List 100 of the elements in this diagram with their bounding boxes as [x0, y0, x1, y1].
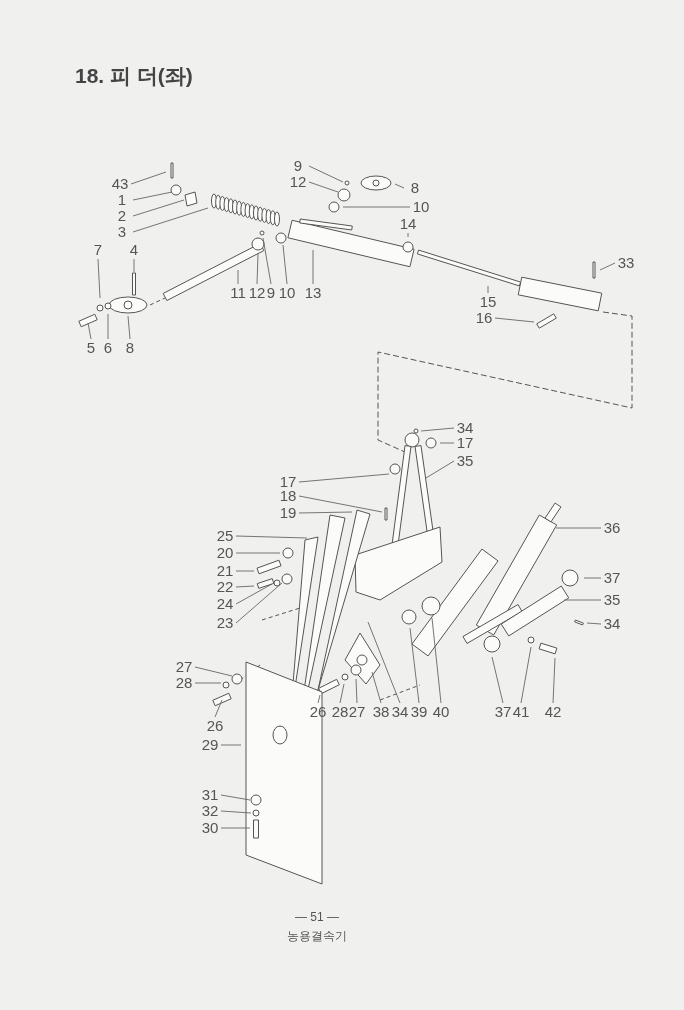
leader-line — [563, 599, 602, 601]
leader-line — [235, 570, 255, 572]
leader-line — [491, 656, 504, 704]
leader-line — [371, 671, 382, 704]
leader-line — [235, 552, 281, 554]
leader-line — [439, 442, 455, 444]
leader-line — [555, 527, 602, 529]
callout-number: 36 — [601, 519, 623, 537]
callout-number: 26 — [204, 717, 226, 735]
callout-number: 10 — [410, 198, 432, 216]
callout-number: 20 — [214, 544, 236, 562]
leader-line — [132, 207, 209, 233]
callout-number: 34 — [389, 703, 411, 721]
leader-line — [409, 627, 420, 704]
callout-number: 32 — [199, 802, 221, 820]
callout-number: 24 — [214, 595, 236, 613]
leader-line — [599, 262, 616, 271]
leader-line — [308, 181, 339, 193]
callout-number: 40 — [430, 703, 452, 721]
callout-number: 35 — [454, 452, 476, 470]
callout-number: 17 — [454, 434, 476, 452]
callout-number: 42 — [542, 703, 564, 721]
leader-line — [220, 744, 242, 746]
leader-line — [235, 583, 273, 605]
leader-line — [220, 827, 251, 829]
leader-line — [130, 171, 167, 185]
leader-line — [487, 285, 489, 294]
callout-number: 4 — [123, 241, 145, 259]
section-title: 18. 피 더(좌) — [75, 63, 193, 89]
callout-number: 43 — [109, 175, 131, 193]
leader-line — [431, 617, 442, 704]
callout-number: 25 — [214, 527, 236, 545]
callout-number: 30 — [199, 819, 221, 837]
callout-number: 35 — [601, 591, 623, 609]
leader-line — [420, 427, 455, 432]
leader-line — [220, 810, 252, 814]
callout-number: 8 — [119, 339, 141, 357]
callout-number: 8 — [404, 179, 426, 197]
leader-line — [552, 657, 556, 704]
leader-line — [425, 460, 455, 479]
leader-line — [367, 621, 401, 704]
leader-line — [298, 495, 383, 513]
leader-line — [342, 206, 411, 208]
leader-line — [235, 535, 308, 539]
leader-line — [312, 249, 314, 285]
callout-number: 22 — [214, 578, 236, 596]
leader-line — [235, 582, 283, 624]
leader-line — [586, 622, 602, 625]
callout-number: 31 — [199, 786, 221, 804]
callout-number: 39 — [408, 703, 430, 721]
callout-number: 34 — [454, 419, 476, 437]
callout-number: 12 — [287, 173, 309, 191]
footer-text: 농용결속기 — [287, 928, 347, 945]
callout-number: 37 — [601, 569, 623, 587]
callout-number: 16 — [473, 309, 495, 327]
leader-line — [132, 199, 185, 217]
leader-line — [494, 317, 535, 323]
callout-number: 28 — [173, 674, 195, 692]
callout-number: 21 — [214, 562, 236, 580]
leader-line — [394, 183, 405, 189]
leader-line — [583, 577, 602, 579]
leader-line — [214, 699, 223, 718]
callout-number: 9 — [287, 157, 309, 175]
callout-number: 38 — [370, 703, 392, 721]
callout-number: 10 — [276, 284, 298, 302]
callout-number: 7 — [87, 241, 109, 259]
leader-line — [127, 315, 131, 340]
leader-line — [407, 232, 409, 238]
leader-line — [235, 585, 255, 588]
leader-line — [97, 258, 101, 299]
callout-number: 29 — [199, 736, 221, 754]
callout-number: 13 — [302, 284, 324, 302]
callout-number: 26 — [307, 703, 329, 721]
callout-number: 15 — [477, 293, 499, 311]
leader-line — [298, 511, 353, 514]
leader-line — [256, 253, 259, 285]
leader-line — [282, 244, 288, 285]
leader-line — [298, 473, 390, 483]
leader-line — [133, 258, 135, 273]
leader-line — [107, 313, 109, 340]
leader-line — [194, 682, 222, 684]
leader-line — [339, 683, 345, 704]
callout-number: 12 — [246, 284, 268, 302]
leader-line — [262, 237, 272, 285]
callout-number: 27 — [173, 658, 195, 676]
leader-line — [355, 678, 358, 704]
callout-number: 33 — [615, 254, 637, 272]
callout-number: 2 — [111, 207, 133, 225]
callout-number: 23 — [214, 614, 236, 632]
callout-number: 11 — [227, 284, 249, 302]
leader-line — [220, 794, 251, 801]
callout-number: 14 — [397, 215, 419, 233]
page-number: — 51 — — [295, 910, 339, 924]
callout-number: 3 — [111, 223, 133, 241]
leader-line — [194, 666, 233, 677]
leader-line — [132, 191, 173, 201]
callout-number: 34 — [601, 615, 623, 633]
callout-number: 19 — [277, 504, 299, 522]
leader-line — [237, 269, 239, 285]
leader-line — [317, 694, 321, 704]
